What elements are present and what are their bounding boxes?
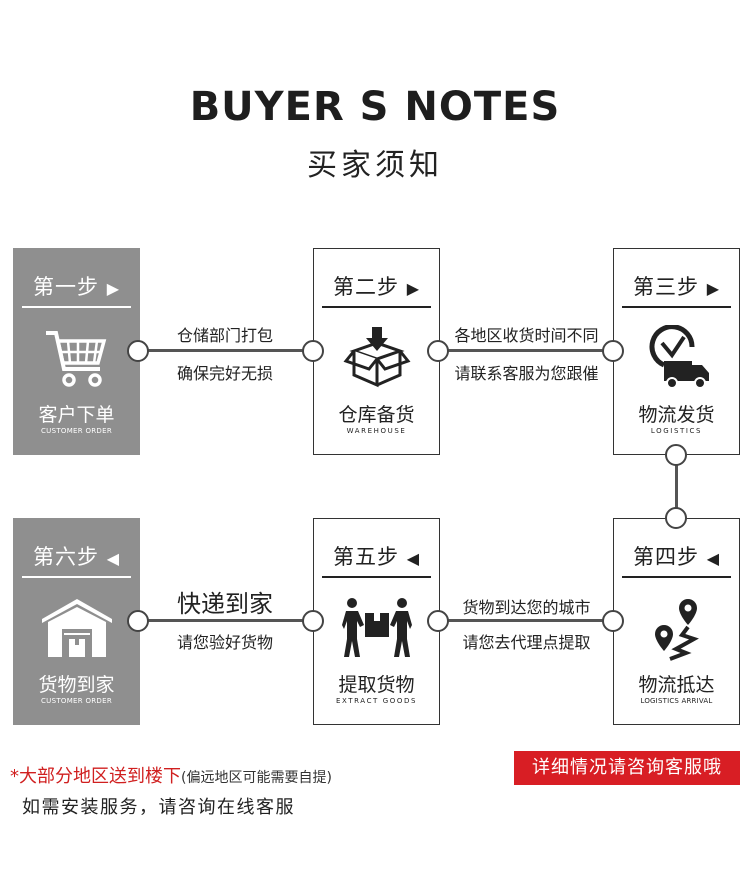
step-3-card: 第三步 ▶ 物流发货 LOGISTICS xyxy=(613,248,740,455)
ring-c45-right xyxy=(602,610,624,632)
connector-4-5-line xyxy=(440,619,613,622)
connector-3-4-line xyxy=(675,455,678,517)
ring-c56-left xyxy=(127,610,149,632)
step-5-card: 第五步 ◀ 提取货物 EXTRACT GOODS xyxy=(313,518,440,725)
ring-c34-bottom xyxy=(665,507,687,529)
step-3-label: 物流发货 xyxy=(638,404,715,426)
connector-1-2-text-top: 仓储部门打包 xyxy=(176,326,273,345)
warehouse-icon xyxy=(14,595,139,667)
step-1-label: 客户下单 xyxy=(38,404,115,426)
step-4-label: 物流抵达 xyxy=(638,674,715,696)
delivery-note: *大部分地区送到楼下(偏远地区可能需要自提) xyxy=(10,762,332,788)
arrow-left-icon: ◀ xyxy=(406,549,420,568)
connector-4-5-text-bottom: 请您去代理点提取 xyxy=(462,633,591,652)
arrow-left-icon: ◀ xyxy=(706,549,720,568)
map-route-icon xyxy=(614,595,739,667)
delivery-note-main: *大部分地区送到楼下 xyxy=(10,766,181,787)
step-1-divider xyxy=(22,306,131,308)
ring-c12-left xyxy=(127,340,149,362)
arrow-left-icon: ◀ xyxy=(106,549,120,568)
connector-5-6-text-bottom: 请您验好货物 xyxy=(176,633,273,652)
connector-2-3-line xyxy=(440,349,613,352)
step-6-sublabel: CUSTOMER ORDER xyxy=(40,697,113,705)
movers-icon xyxy=(314,595,439,667)
step-2-card: 第二步 ▶ 仓库备货 WAREHOUSE xyxy=(313,248,440,455)
title-chinese: 买家须知 xyxy=(307,148,443,183)
step-6-label: 货物到家 xyxy=(38,674,115,696)
contact-service-banner: 详细情况请咨询客服哦 xyxy=(514,751,740,785)
step-6-heading: 第六步 ◀ xyxy=(33,545,120,569)
step-2-divider xyxy=(322,306,431,308)
step-1-sublabel: CUSTOMER ORDER xyxy=(40,427,113,435)
step-4-heading: 第四步 ◀ xyxy=(633,545,720,569)
arrow-right-icon: ▶ xyxy=(406,279,420,298)
step-3-divider xyxy=(622,306,731,308)
step-6-card: 第六步 ◀ 货物到家 CUSTOMER ORDER xyxy=(13,518,140,725)
step-5-label: 提取货物 xyxy=(338,674,415,696)
ring-c56-right xyxy=(302,610,324,632)
step-2-label: 仓库备货 xyxy=(338,404,415,426)
step-5-sublabel: EXTRACT GOODS xyxy=(335,697,418,705)
ring-c34-top xyxy=(665,444,687,466)
step-5-divider xyxy=(322,576,431,578)
ring-c12-right xyxy=(302,340,324,362)
connector-4-5-text-top: 货物到达您的城市 xyxy=(462,598,591,617)
step-4-card: 第四步 ◀ 物流抵达 LOGISTICS ARRIVAL xyxy=(613,518,740,725)
step-3-heading: 第三步 ▶ xyxy=(633,275,720,299)
step-2-heading: 第二步 ▶ xyxy=(333,275,420,299)
connector-2-3-text-top: 各地区收货时间不同 xyxy=(454,326,599,345)
connector-1-2-line xyxy=(140,349,313,352)
connector-5-6-line xyxy=(140,619,313,622)
arrow-right-icon: ▶ xyxy=(106,279,120,298)
delivery-truck-icon xyxy=(614,325,739,397)
installation-note: 如需安装服务，请咨询在线客服 xyxy=(22,797,295,818)
package-box-icon xyxy=(314,325,439,397)
step-3-sublabel: LOGISTICS xyxy=(650,427,703,435)
connector-1-2-text-bottom: 确保完好无损 xyxy=(176,364,273,383)
ring-c23-right xyxy=(602,340,624,362)
step-1-card: 第一步 ▶ 客户下单 CUSTOMER ORDER xyxy=(13,248,140,455)
shopping-cart-icon xyxy=(14,325,139,397)
step-6-divider xyxy=(22,576,131,578)
step-5-heading: 第五步 ◀ xyxy=(333,545,420,569)
arrow-right-icon: ▶ xyxy=(706,279,720,298)
step-2-sublabel: WAREHOUSE xyxy=(346,427,407,435)
delivery-note-remote: (偏远地区可能需要自提) xyxy=(181,770,332,786)
connector-2-3-text-bottom: 请联系客服为您跟催 xyxy=(454,364,599,383)
ring-c23-left xyxy=(427,340,449,362)
step-4-sublabel: LOGISTICS ARRIVAL xyxy=(640,697,713,705)
ring-c45-left xyxy=(427,610,449,632)
step-4-divider xyxy=(622,576,731,578)
step-1-heading: 第一步 ▶ xyxy=(33,275,120,299)
connector-5-6-text-top: 快递到家 xyxy=(177,590,273,618)
title-english: BUYER S NOTES xyxy=(189,84,561,130)
